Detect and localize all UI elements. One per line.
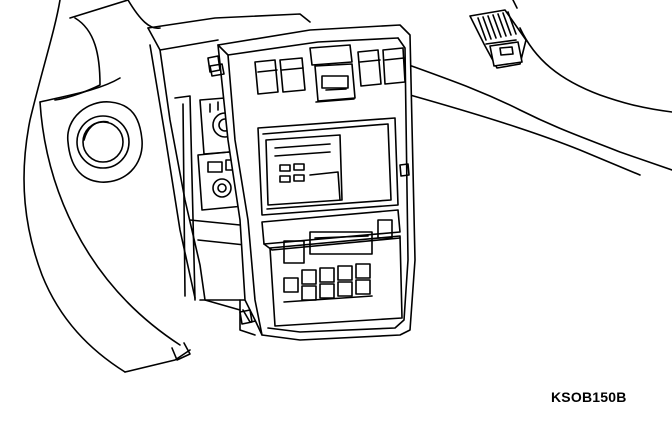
dashboard-outline bbox=[23, 0, 672, 373]
defroster-grille-vent bbox=[469, 0, 527, 69]
dashboard-cavity bbox=[147, 13, 311, 336]
audio-opening bbox=[257, 117, 399, 216]
upper-vents bbox=[254, 44, 406, 103]
figure-code-label: KSOB150B bbox=[551, 389, 627, 405]
mounting-tabs bbox=[209, 63, 410, 325]
climate-control-panel bbox=[261, 209, 403, 327]
side-air-vent bbox=[67, 101, 143, 183]
center-fascia-panel bbox=[217, 24, 416, 341]
